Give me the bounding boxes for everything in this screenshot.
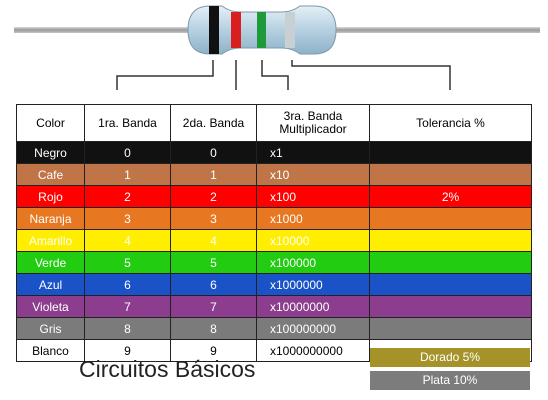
cell-band1: 8 xyxy=(84,317,171,340)
resistor-lead-left xyxy=(14,27,194,33)
cell-band2: 0 xyxy=(170,141,257,164)
cell-tolerance xyxy=(369,163,532,186)
cell-multiplier: x1 xyxy=(256,141,370,164)
cell-color: Verde xyxy=(16,251,85,274)
cell-color: Blanco xyxy=(16,339,85,362)
cell-multiplier: x1000000000 xyxy=(256,339,370,362)
cell-tolerance xyxy=(369,251,532,274)
cell-multiplier: x10000 xyxy=(256,229,370,252)
cell-band2: 9 xyxy=(170,339,257,362)
cell-band1: 5 xyxy=(84,251,171,274)
cell-band2: 7 xyxy=(170,295,257,318)
cell-color: Violeta xyxy=(16,295,85,318)
cell-tolerance xyxy=(369,207,532,230)
color-bands xyxy=(209,6,295,54)
header-tolerance: Tolerancia % xyxy=(369,104,532,142)
cell-multiplier: x10000000 xyxy=(256,295,370,318)
cell-band1: 0 xyxy=(84,141,171,164)
cell-band2: 5 xyxy=(170,251,257,274)
cell-band2: 6 xyxy=(170,273,257,296)
header-band1: 1ra. Banda xyxy=(84,104,171,142)
cell-multiplier: x100 xyxy=(256,185,370,208)
band-verde xyxy=(257,12,266,48)
band-negro xyxy=(209,6,219,54)
header-color: Color xyxy=(16,104,85,142)
cell-tolerance: 2% xyxy=(369,185,532,208)
cell-band2: 4 xyxy=(170,229,257,252)
cell-multiplier: x1000 xyxy=(256,207,370,230)
cell-band1: 3 xyxy=(84,207,171,230)
cell-color: Azul xyxy=(16,273,85,296)
cell-band2: 8 xyxy=(170,317,257,340)
tolerance-legend-silver: Plata 10% xyxy=(370,371,530,390)
band-plata xyxy=(285,12,295,48)
cell-band1: 9 xyxy=(84,339,171,362)
cell-tolerance xyxy=(369,273,532,296)
cell-tolerance xyxy=(369,229,532,252)
cell-band2: 2 xyxy=(170,185,257,208)
cell-multiplier: x100000 xyxy=(256,251,370,274)
cell-color: Gris xyxy=(16,317,85,340)
tolerance-legend-silver-label: Plata 10% xyxy=(422,373,478,387)
footer-title: Circuitos Básicos xyxy=(79,356,256,382)
resistor-lead-right xyxy=(330,27,540,33)
cell-color: Negro xyxy=(16,141,85,164)
cell-tolerance xyxy=(369,141,532,164)
cell-tolerance xyxy=(369,295,532,318)
tolerance-legend-gold: Dorado 5% xyxy=(370,348,530,367)
cell-band2: 1 xyxy=(170,163,257,186)
cell-color: Cafe xyxy=(16,163,85,186)
cell-tolerance xyxy=(369,317,532,340)
tolerance-legend-gold-label: Dorado 5% xyxy=(419,350,481,364)
cell-band1: 2 xyxy=(84,185,171,208)
cell-multiplier: x100000000 xyxy=(256,317,370,340)
band-connectors xyxy=(116,60,451,90)
cell-band1: 7 xyxy=(84,295,171,318)
cell-band1: 1 xyxy=(84,163,171,186)
cell-color: Naranja xyxy=(16,207,85,230)
cell-band1: 4 xyxy=(84,229,171,252)
cell-band2: 3 xyxy=(170,207,257,230)
cell-band1: 6 xyxy=(84,273,171,296)
cell-multiplier: x1000000 xyxy=(256,273,370,296)
cell-color: Rojo xyxy=(16,185,85,208)
header-band2: 2da. Banda xyxy=(170,104,257,142)
band-rojo xyxy=(231,12,241,48)
cell-multiplier: x10 xyxy=(256,163,370,186)
header-multiplier-line1: 3ra. Banda xyxy=(283,109,343,123)
resistor-diagram xyxy=(14,5,540,90)
cell-color: Amarillo xyxy=(16,229,85,252)
header-multiplier-line2: Multiplicador xyxy=(279,122,347,136)
